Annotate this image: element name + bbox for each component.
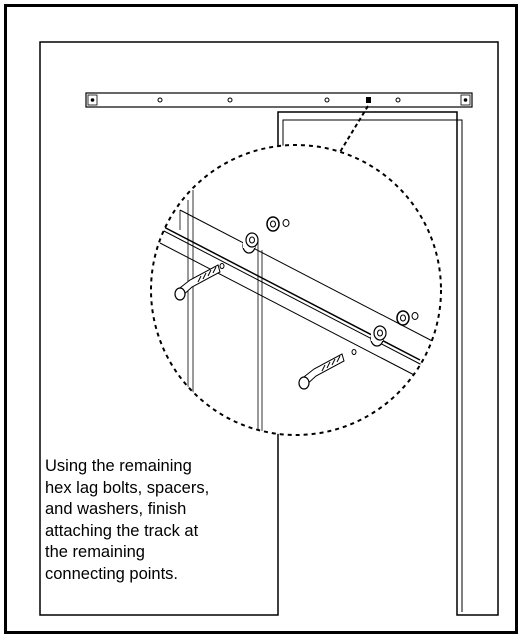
instruction-line: hex lag bolts, spacers, [45,478,210,497]
connecting-point-marker [366,97,371,103]
track-rail [85,92,473,108]
hex-lag-bolt [298,353,345,390]
instruction-line: connecting points. [45,564,179,583]
instruction-text: Using the remaining hex lag bolts, space… [45,456,275,585]
hex-lag-bolt [174,264,221,301]
washer [266,216,290,232]
zoom-detail [151,145,441,435]
instruction-line: the remaining [45,543,145,561]
spacer [370,325,387,347]
zoom-callout [150,144,442,436]
wall-outline [39,41,499,616]
instruction-line: attaching the track at [45,521,199,540]
callout-leader [339,105,369,153]
instruction-line: Using the remaining [45,457,192,475]
instruction-line: and washers, finish [45,500,187,518]
washer [396,310,419,326]
spacer [242,232,259,254]
